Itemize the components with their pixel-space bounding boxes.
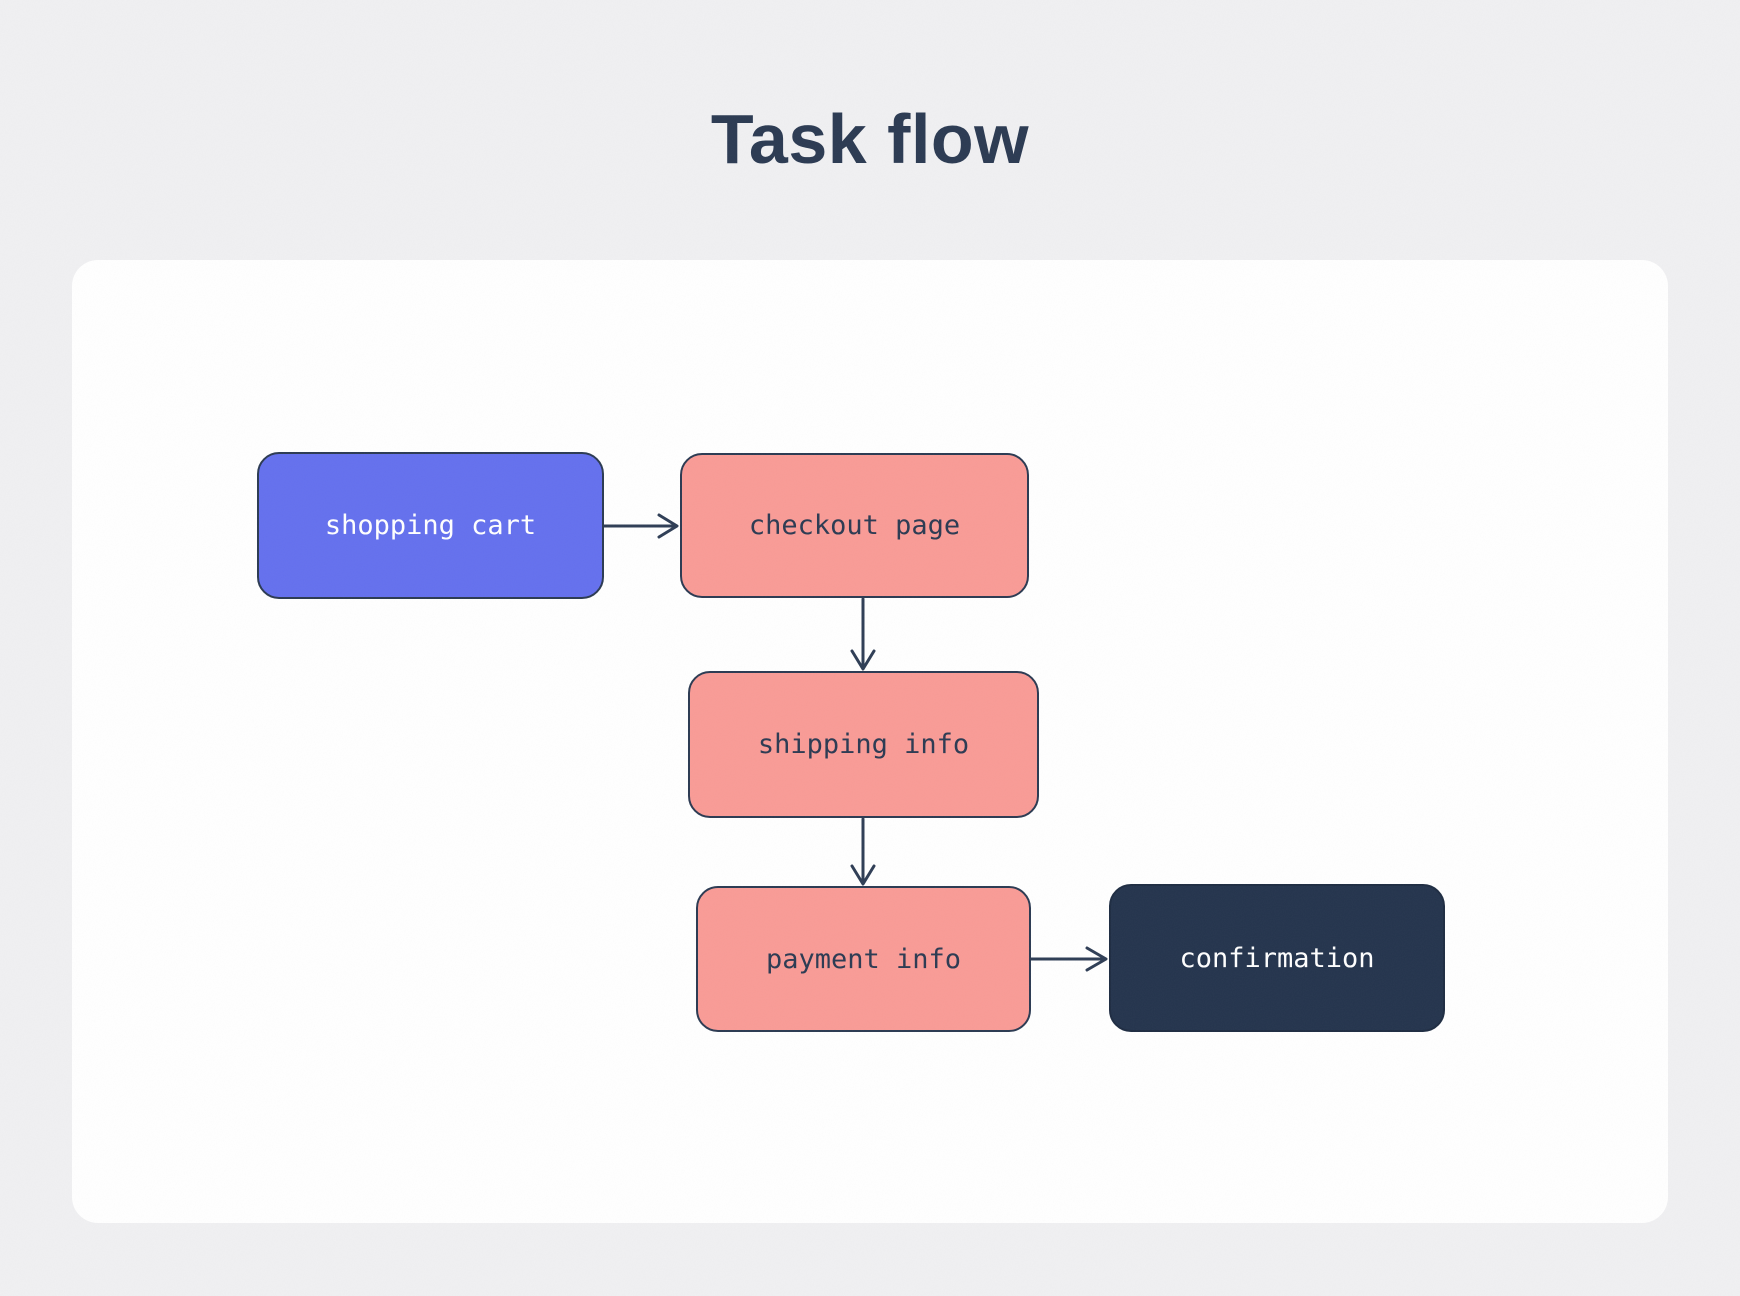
node-shopping-cart[interactable]: shopping cart: [257, 452, 604, 599]
node-checkout-page[interactable]: checkout page: [680, 453, 1029, 598]
node-label: shipping info: [757, 729, 970, 760]
node-label: payment info: [765, 943, 962, 975]
node-confirmation[interactable]: confirmation: [1109, 884, 1445, 1032]
node-payment-info[interactable]: payment info: [696, 886, 1031, 1032]
page-title: Task flow: [710, 100, 1030, 178]
node-label: checkout page: [748, 510, 961, 541]
node-shipping-info[interactable]: shipping info: [688, 671, 1039, 818]
node-label: confirmation: [1179, 942, 1375, 974]
node-label: shopping cart: [324, 510, 537, 541]
